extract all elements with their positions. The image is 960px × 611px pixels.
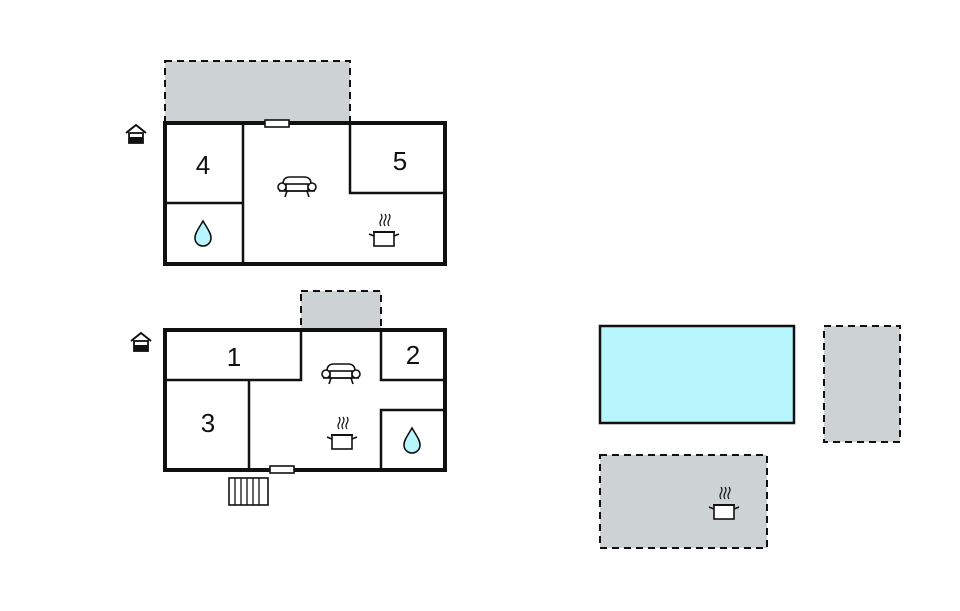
- room-3-label: 3: [201, 408, 215, 438]
- outdoor-area: [598, 324, 901, 549]
- room-1-label: 1: [227, 342, 241, 372]
- upper-window: [264, 119, 290, 128]
- upper-floor: 4 5: [125, 60, 447, 266]
- room-5-label: 5: [393, 146, 407, 176]
- stairs-icon: [228, 477, 269, 506]
- house-entrance-icon: [130, 332, 152, 352]
- room-2-label: 2: [406, 340, 420, 370]
- house-entrance-icon: [125, 124, 147, 144]
- outdoor-terrace-right: [823, 325, 901, 443]
- lower-floor: 1 2 3: [130, 290, 447, 506]
- swimming-pool: [598, 324, 796, 425]
- lower-door: [269, 465, 295, 474]
- upper-terrace: [164, 60, 351, 124]
- outdoor-terrace-bottom: [599, 454, 768, 549]
- lower-terrace: [300, 290, 382, 331]
- lower-floor-outline: [163, 328, 447, 472]
- room-4-label: 4: [196, 150, 210, 180]
